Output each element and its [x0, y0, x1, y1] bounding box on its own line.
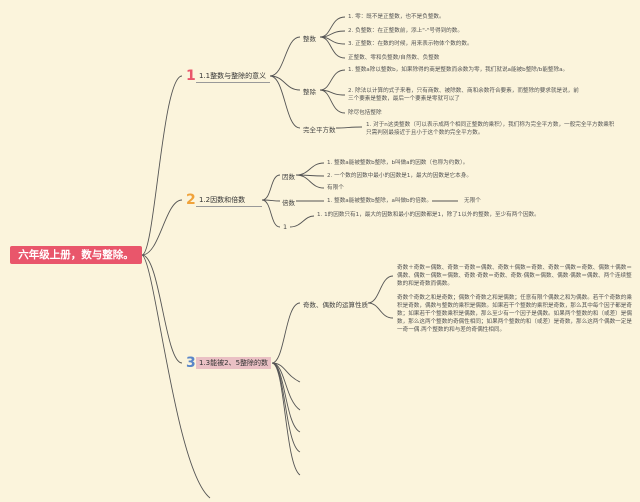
b1-c2-item-2: 2. 除法以计算的式子来看，只有商数、被除数、商和余数符合要素，而整除的要求就是… — [348, 88, 579, 102]
b2-c3-item-1: 1. 1的因数只有1，最大的因数和最小的因数都是1，除了1以外的整数，至少有两个… — [317, 212, 540, 218]
edge-b1-c3 — [269, 75, 301, 129]
edge-root-extra — [141, 254, 211, 499]
edge-b3c1-i2 — [367, 302, 394, 319]
b2-c1-item-2: 2. 一个数的因数中最小的因数是1，最大的因数是它本身。 — [327, 173, 472, 179]
root-node: 六年级上册，数与整除。 — [10, 246, 142, 264]
edge-root-b2 — [141, 199, 183, 256]
b3-child-1-label: 奇数、偶数的运算性质 — [303, 301, 368, 309]
branch-2-label: 1.2因数和倍数 — [199, 196, 246, 204]
edge-b2c1-i3 — [295, 174, 325, 189]
b1-c2-item-1: 1. 整数a除以整数b，如果除得的商是整数而余数为零，我们就说a能被b整除/b能… — [348, 67, 569, 73]
b2-c1-item-3: 有限个 — [327, 185, 344, 191]
edge-root-b3 — [141, 254, 183, 364]
branch-1-label: 1.1整数与整除的意义 — [199, 72, 267, 80]
edge-b1-c2 — [269, 75, 301, 91]
edge-b3-e4 — [271, 362, 301, 453]
edge-b2-c1 — [261, 174, 281, 201]
b1-c2-item-3: 除尽包括整除 — [348, 110, 382, 116]
b2-child-3-label: 1 — [283, 223, 288, 231]
edge-b3c1-i1 — [367, 275, 394, 304]
b1-child-3-label: 完全平方数 — [303, 126, 336, 134]
edge-b3-c1 — [271, 302, 301, 364]
edge-b1c1-i4 — [319, 36, 346, 59]
b3-c1-item-2: 奇数个奇数之和是奇数；偶数个奇数之和是偶数；任意有限个偶数之和为偶数。若干个奇数… — [397, 295, 632, 333]
edge-b2-c3 — [261, 199, 281, 228]
b1-c1-item-3: 3. 正整数：在数的时候，用来表示物体个数的数。 — [348, 41, 473, 47]
b2-c2-item-1: 1. 整数a能被整数b整除，a叫做b的倍数。 — [327, 198, 432, 204]
b2-c1-item-1: 1. 整数a能被整数b整除，b叫做a的因数（也称为约数）。 — [327, 160, 469, 166]
edge-b3-e5 — [271, 362, 301, 476]
edge-b2c3-i1 — [289, 215, 315, 228]
b1-child-2-label: 整除 — [303, 88, 316, 96]
branch-1-underline — [196, 82, 270, 83]
branch-2-underline — [196, 206, 262, 207]
edge-root-b1 — [141, 75, 183, 256]
branch-3-number: 3 — [186, 355, 196, 371]
b3-c1-item-1: 奇数＋奇数＝偶数、奇数－奇数＝偶数、奇数＋偶数＝奇数、奇数－偶数＝奇数、偶数＋偶… — [397, 265, 632, 287]
edge-b1c1-i1 — [319, 16, 346, 38]
b1-child-1-label: 整数 — [303, 35, 316, 43]
b2-child-1-label: 因数 — [282, 173, 295, 181]
b2-c2-item-2: 无限个 — [464, 198, 481, 204]
b1-c1-item-2: 2. 负整数：在正整数前，添上"-"号得到的数。 — [348, 28, 463, 34]
branch-3-label: 1.3能被2、5整除的数 — [196, 357, 272, 369]
branch-2-number: 2 — [186, 192, 196, 208]
edge-b1c2-i3 — [319, 89, 346, 114]
b2-child-2-label: 倍数 — [282, 199, 295, 207]
edge-b2c1-i1 — [295, 162, 325, 176]
b1-c1-item-1: 1. 零：既不是正整数，也不是负整数。 — [348, 14, 445, 20]
edge-b1c2-i1 — [319, 69, 346, 91]
edge-b1-c1 — [269, 36, 301, 77]
b1-c1-item-4: 正整数、零和负整数/自然数、负整数 — [348, 55, 440, 61]
b1-c3-item-1: 1. 对于n这类整数（可以表示成两个相同正整数的乘积），我们称为完全平方数，一般… — [366, 122, 615, 136]
branch-1-number: 1 — [186, 68, 196, 84]
edge-b1c3-i1 — [335, 126, 363, 129]
